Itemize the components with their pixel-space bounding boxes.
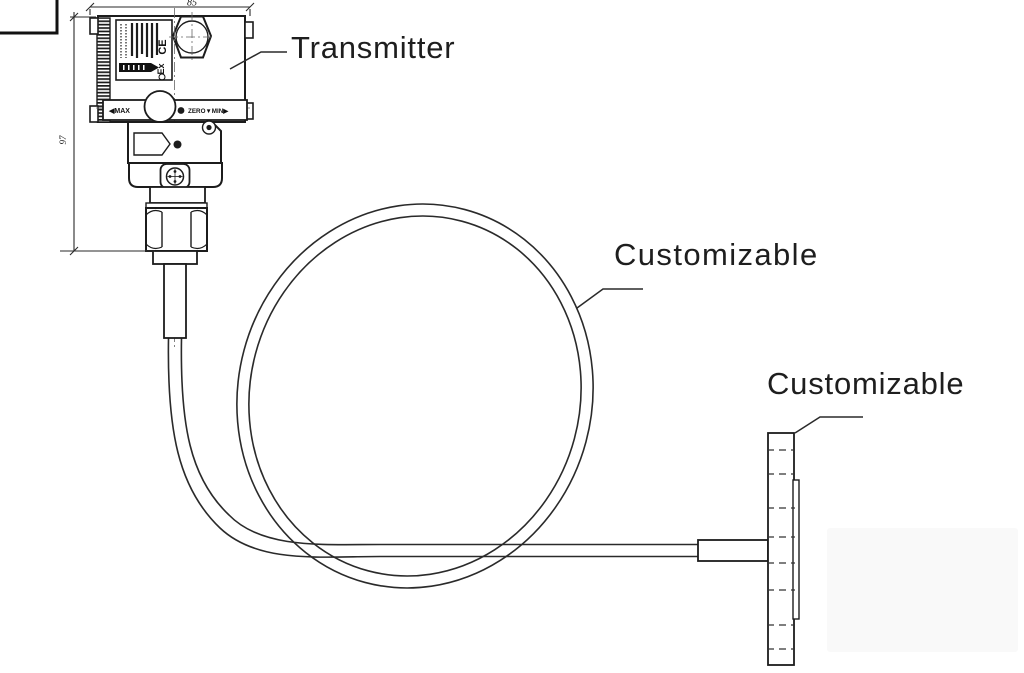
nameplate-barcode <box>119 63 159 72</box>
adjustment-dot <box>177 107 185 114</box>
cable-loop-inner <box>248 215 582 577</box>
flange-bolt-lines <box>767 449 795 650</box>
dimension-top-width: 85 <box>85 0 255 16</box>
cable-customizable-label: Customizable <box>614 237 819 272</box>
nameplate: CE Ex <box>115 19 173 81</box>
ex-circle-icon <box>158 73 166 81</box>
leader-lines <box>229 51 863 434</box>
ribbed-cover <box>96 17 111 123</box>
cable-loop <box>236 203 594 589</box>
arrow-icon <box>151 63 159 72</box>
dimension-side-height: 97 <box>58 12 155 256</box>
cable <box>167 203 698 589</box>
cable-ferrule <box>697 539 769 562</box>
adjustment-knob <box>143 90 177 123</box>
max-marking: ◀MAX <box>108 108 130 115</box>
transmitter-label: Transmitter <box>291 30 456 65</box>
cable-leader <box>576 288 643 309</box>
cable-inner-edge <box>180 337 698 546</box>
adjustment-bar: ◀MAX ZERO▼MIN▶ <box>102 90 248 123</box>
tag-plate <box>133 132 171 156</box>
process-connection <box>145 186 208 339</box>
scan-shade <box>827 528 1018 652</box>
screw-dot <box>173 140 182 149</box>
corner-drawing-fragment <box>0 0 59 35</box>
flange-raised-face <box>792 479 800 620</box>
hex-plug <box>169 12 215 62</box>
cable-sleeve <box>163 263 187 339</box>
cable-outer-edge <box>167 337 698 558</box>
lower-body <box>127 120 222 164</box>
hex-nut <box>145 207 208 252</box>
nameplate-text-bars <box>130 23 159 58</box>
neck <box>149 186 206 204</box>
collar <box>128 162 223 189</box>
nameplate-serial-text <box>120 24 127 58</box>
transmitter-drawing: CE Ex <box>89 8 254 348</box>
flange-drawing <box>697 432 800 666</box>
flange-customizable-label: Customizable <box>767 366 965 401</box>
dimension-side-value: 97 <box>58 135 68 145</box>
housing-tabs <box>89 17 254 123</box>
transmitter-leader <box>229 51 287 70</box>
flange-plate <box>767 432 795 666</box>
dimension-top-value: 85 <box>187 0 197 9</box>
cable-loop-outer <box>236 203 594 589</box>
zero-min-marking: ZERO▼MIN▶ <box>188 108 228 115</box>
hex-centerlines <box>169 12 215 62</box>
flange-leader <box>794 416 863 434</box>
ex-mark: Ex <box>156 63 166 74</box>
nut-step <box>152 250 198 265</box>
ce-mark: CE <box>157 39 169 54</box>
